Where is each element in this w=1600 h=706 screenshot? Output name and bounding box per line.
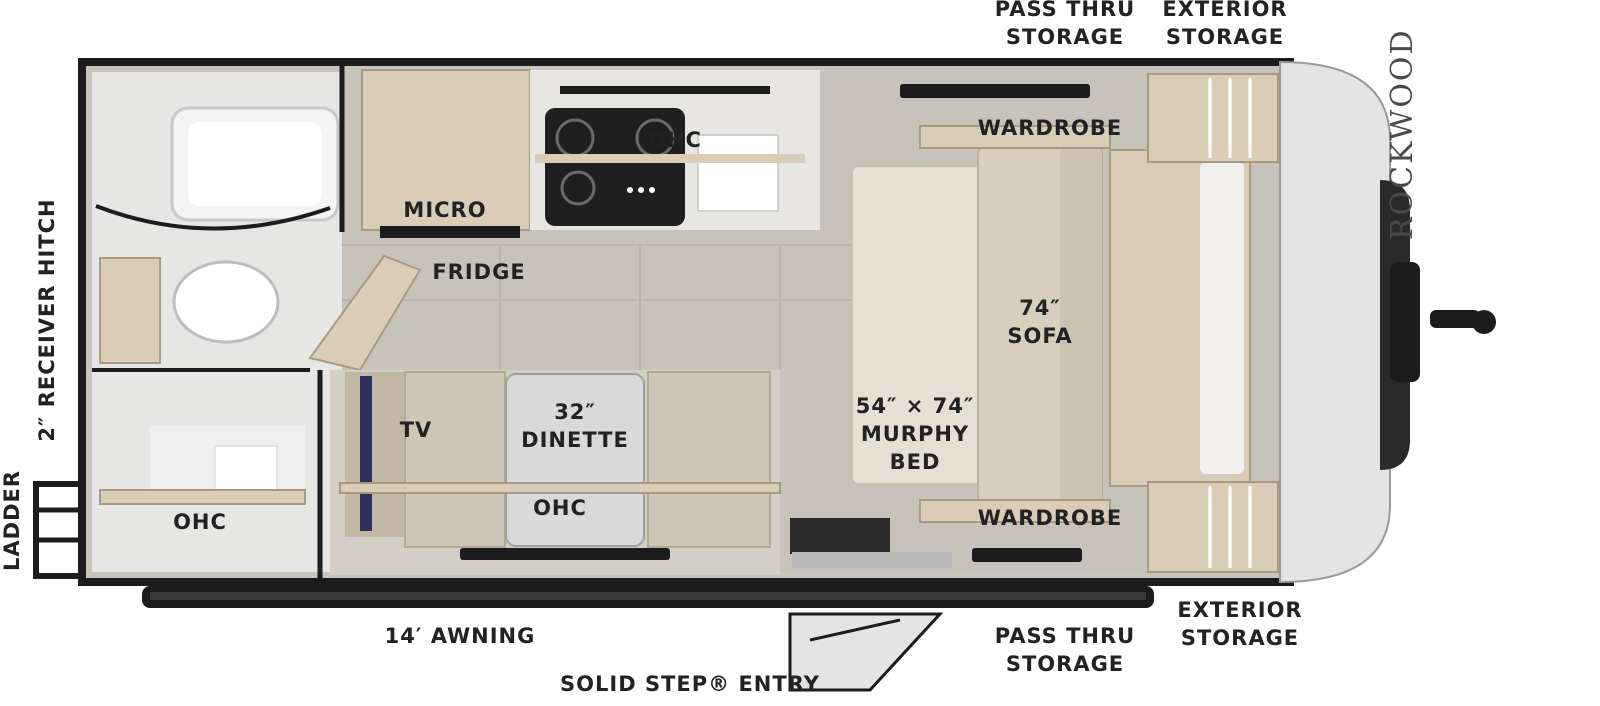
- exterior-storage-bottom-label: EXTERIOR STORAGE: [1177, 598, 1303, 650]
- ohc-bath-label: OHC: [173, 510, 227, 534]
- ladder-label: LADDER: [0, 469, 24, 571]
- awning: [142, 586, 1154, 608]
- kitchen: [308, 69, 820, 372]
- pass-thru-storage-top-label: PASS THRU STORAGE: [994, 0, 1136, 49]
- tv-label: TV: [399, 418, 433, 442]
- dinette: [330, 370, 781, 575]
- fridge-label: FRIDGE: [432, 260, 526, 284]
- front-cap: [1279, 60, 1496, 584]
- ladder: [33, 481, 85, 579]
- entry-door: [788, 518, 952, 692]
- murphy-bed-sofa: [851, 84, 1111, 562]
- wardrobe-top-label: WARDROBE: [977, 116, 1123, 140]
- receiver-hitch-label: 2″ RECEIVER HITCH: [35, 198, 59, 442]
- entry-label: SOLID STEP® ENTRY: [560, 672, 820, 696]
- sofa-label: 74″ SOFA: [1007, 296, 1073, 348]
- exterior-storage-top-label: EXTERIOR STORAGE: [1162, 0, 1288, 49]
- front-storage: [1109, 73, 1279, 573]
- pass-thru-storage-bottom-label: PASS THRU STORAGE: [994, 624, 1136, 676]
- bathroom: [92, 72, 342, 572]
- wardrobe-bottom-label: WARDROBE: [977, 506, 1123, 530]
- dinette-label: 32″ DINETTE: [521, 400, 629, 452]
- ohc-dinette-label: OHC: [533, 496, 587, 520]
- murphy-bed-label: 54″ × 74″ MURPHY BED: [855, 394, 975, 474]
- brand-logo: ROCKWOOD: [1385, 28, 1420, 240]
- micro-label: MICRO: [403, 198, 487, 222]
- ohc-kitchen-label: OHC: [648, 128, 702, 152]
- interior-walls: [317, 66, 345, 578]
- awning-label: 14′ AWNING: [384, 624, 536, 648]
